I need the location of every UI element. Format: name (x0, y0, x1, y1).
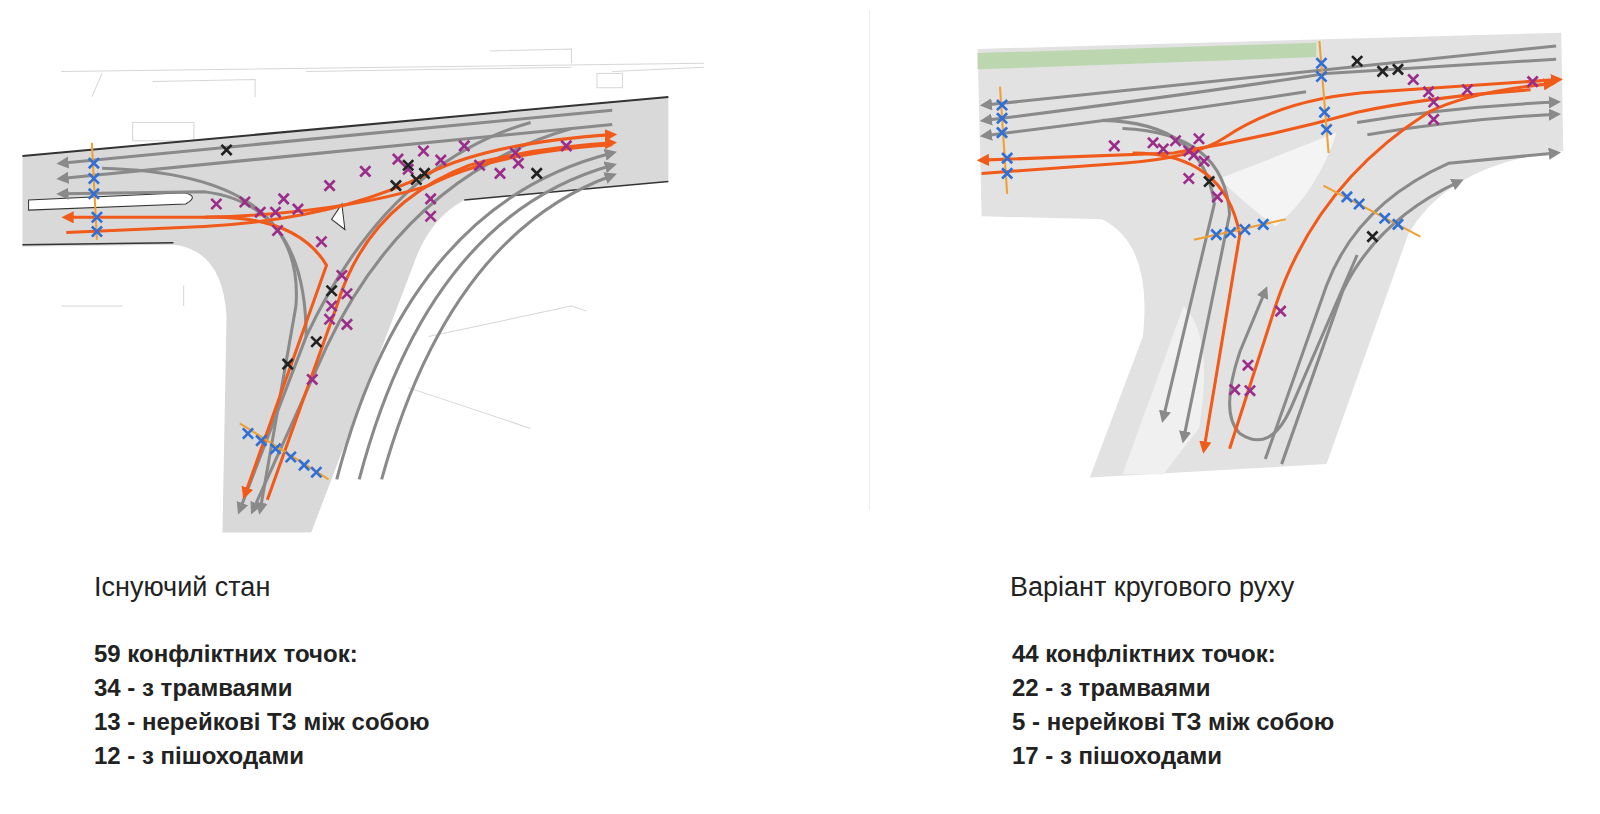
summary-line: 44 конфліктних точок: (1012, 640, 1276, 668)
summary-line: 17 - з пішоходами (1012, 742, 1222, 770)
panel-heading: Варіант кругового руху (1010, 572, 1294, 603)
summary-line: 59 конфліктних точок: (94, 640, 358, 668)
panel-heading: Існуючий стан (94, 572, 270, 603)
summary-line: 22 - з трамваями (1012, 674, 1210, 702)
summary-line: 34 - з трамваями (94, 674, 292, 702)
summary-line: 13 - нерейкові ТЗ між собою (94, 708, 430, 736)
summary-line: 12 - з пішоходами (94, 742, 304, 770)
existing-intersection (18, 49, 712, 533)
divider (869, 10, 870, 510)
roundabout-intersection (978, 33, 1564, 478)
summary-line: 5 - нерейкові ТЗ між собою (1012, 708, 1334, 736)
